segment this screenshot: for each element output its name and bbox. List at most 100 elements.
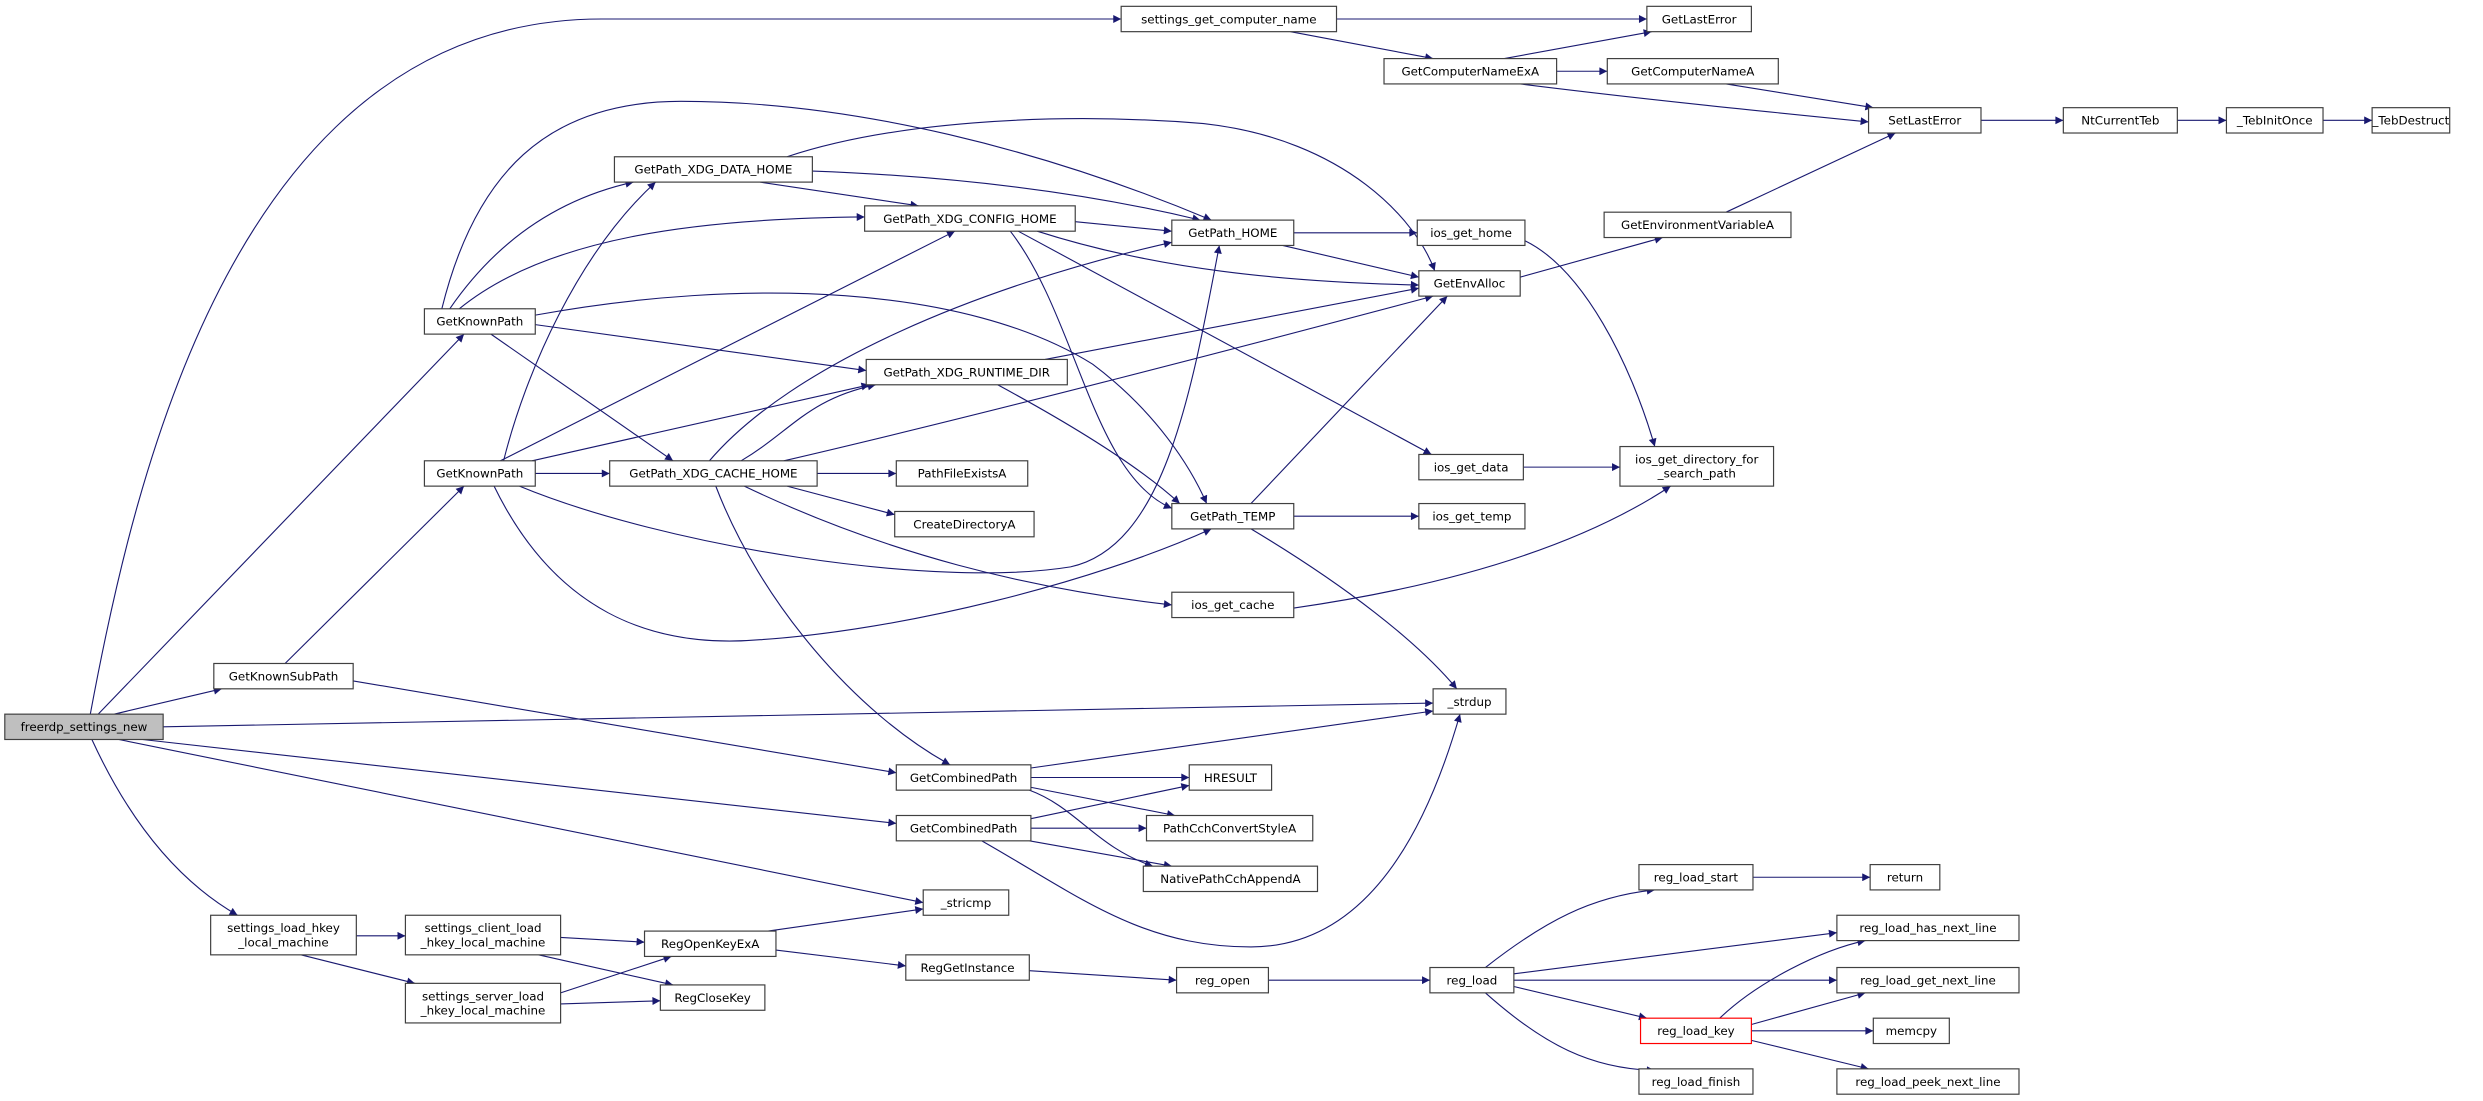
node-box[interactable] — [1175, 966, 1270, 994]
node-getknownpath-1[interactable]: GetKnownPath — [423, 308, 536, 335]
node-box[interactable] — [865, 358, 1068, 386]
node-box[interactable] — [404, 914, 562, 956]
node-box[interactable] — [1171, 502, 1295, 530]
node-stricmp[interactable]: _stricmp — [922, 889, 1010, 916]
node-box[interactable] — [2371, 107, 2451, 134]
node-reggetinstance[interactable]: RegGetInstance — [905, 954, 1030, 981]
node-box[interactable] — [2062, 107, 2178, 134]
node-box[interactable] — [1836, 1068, 2020, 1095]
node-box[interactable] — [894, 510, 1035, 538]
node-box[interactable] — [659, 984, 766, 1011]
node-pathfileexistsa[interactable]: PathFileExistsA — [895, 460, 1029, 487]
node-getcombinedpath-2[interactable]: GetCombinedPath — [895, 814, 1032, 842]
node-box[interactable] — [1383, 57, 1558, 85]
node-box[interactable] — [1646, 5, 1752, 33]
node-setlasterror[interactable]: SetLastError — [1867, 107, 1982, 134]
node-reg-open[interactable]: reg_open — [1175, 966, 1270, 994]
node-ios-get-cache[interactable]: ios_get_cache — [1171, 591, 1295, 619]
node-box[interactable] — [1188, 764, 1273, 791]
node-return[interactable]: return — [1869, 863, 1941, 891]
node-createdirectorya[interactable]: CreateDirectoryA — [894, 510, 1035, 538]
node-box[interactable] — [1171, 219, 1295, 247]
node-box[interactable] — [423, 460, 536, 487]
node-box[interactable] — [1142, 865, 1319, 893]
node-getknownpath-2[interactable]: GetKnownPath — [423, 460, 536, 487]
node-box[interactable] — [1418, 270, 1521, 297]
node-ios-get-directory-for-search-path[interactable]: ios_get_directory_for_search_path — [1619, 445, 1775, 487]
node-box[interactable] — [1872, 1017, 1950, 1045]
node-box[interactable] — [1432, 688, 1507, 715]
node-box[interactable] — [4, 713, 164, 741]
node-getpath-xdg-config-home[interactable]: GetPath_XDG_CONFIG_HOME — [864, 205, 1076, 232]
node-box[interactable] — [1619, 445, 1775, 487]
node-settings-server-load-hkey-local-machine[interactable]: settings_server_load_hkey_local_machine — [404, 982, 562, 1024]
node-box[interactable] — [895, 460, 1029, 487]
node-freerdp-settings-new[interactable]: freerdp_settings_new — [4, 713, 164, 741]
node-box[interactable] — [922, 889, 1010, 916]
node-regclosekey[interactable]: RegCloseKey — [659, 984, 766, 1011]
node-getpath-temp[interactable]: GetPath_TEMP — [1171, 502, 1295, 530]
node-getpath-xdg-runtime-dir[interactable]: GetPath_XDG_RUNTIME_DIR — [865, 358, 1068, 386]
node-box[interactable] — [1638, 863, 1754, 891]
node-box[interactable] — [213, 662, 354, 690]
node-box[interactable] — [895, 814, 1032, 842]
node-ios-get-temp[interactable]: ios_get_temp — [1418, 502, 1526, 530]
node-getenvironmentvariablea[interactable]: GetEnvironmentVariableA — [1603, 211, 1792, 239]
node-tebinitonce[interactable]: _TebInitOnce — [2225, 107, 2324, 134]
node-regopenkeyexa[interactable]: RegOpenKeyExA — [643, 930, 777, 958]
node-settings-client-load-hkey-local-machine[interactable]: settings_client_load_hkey_local_machine — [404, 914, 562, 956]
node-getpath-xdg-data-home[interactable]: GetPath_XDG_DATA_HOME — [613, 156, 813, 183]
node-box[interactable] — [1429, 966, 1515, 994]
node-box[interactable] — [905, 954, 1030, 981]
node-getcomputernameexa[interactable]: GetComputerNameExA — [1383, 57, 1558, 85]
node-settings-load-hkey-local-machine[interactable]: settings_load_hkey_local_machine — [210, 914, 357, 956]
node-pathcchconvertstylea[interactable]: PathCchConvertStyleA — [1145, 814, 1314, 842]
node-box[interactable] — [1638, 1068, 1754, 1095]
node-reg-load-start[interactable]: reg_load_start — [1638, 863, 1754, 891]
node-box[interactable] — [864, 205, 1076, 232]
node-box[interactable] — [613, 156, 813, 183]
node-settings-get-computer-name[interactable]: settings_get_computer_name — [1120, 5, 1338, 33]
node-box[interactable] — [1418, 502, 1526, 530]
node-box[interactable] — [1416, 219, 1526, 247]
node-strdup[interactable]: _strdup — [1432, 688, 1507, 715]
node-reg-load-key[interactable]: reg_load_key — [1639, 1017, 1752, 1045]
node-box[interactable] — [210, 914, 357, 956]
node-box[interactable] — [2225, 107, 2324, 134]
node-ios-get-home[interactable]: ios_get_home — [1416, 219, 1526, 247]
node-box[interactable] — [643, 930, 777, 958]
node-memcpy[interactable]: memcpy — [1872, 1017, 1950, 1045]
node-box[interactable] — [895, 764, 1032, 791]
node-getenvalloc[interactable]: GetEnvAlloc — [1418, 270, 1521, 297]
node-box[interactable] — [1867, 107, 1982, 134]
node-box[interactable] — [609, 460, 818, 487]
node-box[interactable] — [1836, 966, 2020, 994]
node-ntcurrentteb[interactable]: NtCurrentTeb — [2062, 107, 2178, 134]
node-reg-load[interactable]: reg_load — [1429, 966, 1515, 994]
node-hresult[interactable]: HRESULT — [1188, 764, 1273, 791]
node-reg-load-peek-next-line[interactable]: reg_load_peek_next_line — [1836, 1068, 2020, 1095]
node-reg-load-finish[interactable]: reg_load_finish — [1638, 1068, 1754, 1095]
node-ios-get-data[interactable]: ios_get_data — [1418, 453, 1524, 481]
node-reg-load-get-next-line[interactable]: reg_load_get_next_line — [1836, 966, 2020, 994]
node-getpath-xdg-cache-home[interactable]: GetPath_XDG_CACHE_HOME — [609, 460, 818, 487]
node-tebdestruct[interactable]: _TebDestruct — [2371, 107, 2451, 134]
node-getcomputernamea[interactable]: GetComputerNameA — [1606, 57, 1779, 85]
node-getlasterror[interactable]: GetLastError — [1646, 5, 1752, 33]
node-box[interactable] — [1120, 5, 1338, 33]
node-box[interactable] — [1145, 814, 1314, 842]
node-box[interactable] — [1836, 914, 2020, 942]
node-box[interactable] — [1639, 1017, 1752, 1045]
node-getknownsubpath[interactable]: GetKnownSubPath — [213, 662, 354, 690]
node-box[interactable] — [1603, 211, 1792, 239]
node-box[interactable] — [1869, 863, 1941, 891]
node-getcombinedpath-1[interactable]: GetCombinedPath — [895, 764, 1032, 791]
node-box[interactable] — [1418, 453, 1524, 481]
node-getpath-home[interactable]: GetPath_HOME — [1171, 219, 1295, 247]
node-reg-load-has-next-line[interactable]: reg_load_has_next_line — [1836, 914, 2020, 942]
node-box[interactable] — [404, 982, 562, 1024]
node-nativepathcchappenda[interactable]: NativePathCchAppendA — [1142, 865, 1319, 893]
node-box[interactable] — [423, 308, 536, 335]
node-box[interactable] — [1171, 591, 1295, 619]
node-box[interactable] — [1606, 57, 1779, 85]
